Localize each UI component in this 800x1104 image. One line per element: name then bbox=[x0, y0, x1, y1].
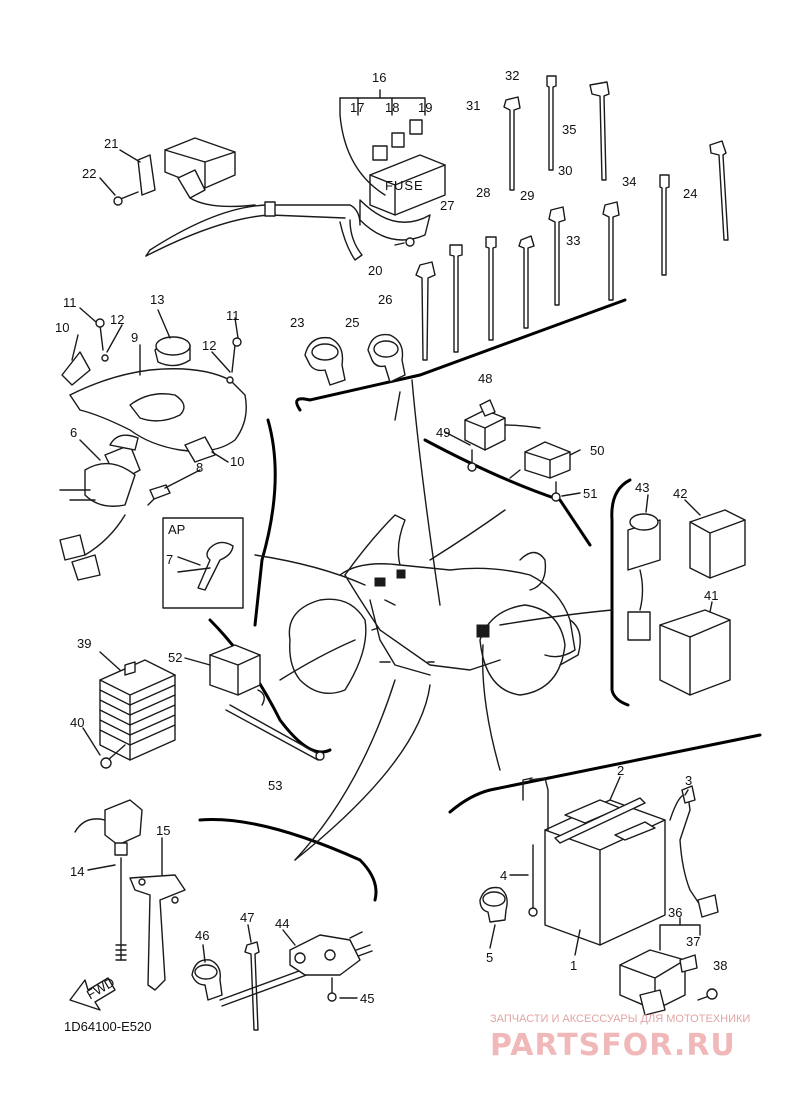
part-label-39: 39 bbox=[77, 636, 91, 651]
part-label-31: 31 bbox=[466, 98, 480, 113]
part-label-30: 30 bbox=[558, 163, 572, 178]
lower-center-parts bbox=[191, 931, 373, 1031]
part-label-12a: 12 bbox=[110, 312, 124, 327]
watermark: ЗАПЧАСТИ И АКСЕССУАРЫ ДЛЯ МОТОТЕХНИКИ PA… bbox=[490, 1013, 750, 1063]
relay-assembly bbox=[113, 137, 256, 208]
part-label-27: 27 bbox=[440, 198, 454, 213]
label-leaders bbox=[71, 149, 713, 999]
part-label-13: 13 bbox=[150, 292, 164, 307]
ap-label: AP bbox=[168, 522, 185, 537]
part-label-2: 2 bbox=[617, 763, 624, 778]
part-label-34: 34 bbox=[622, 174, 636, 189]
watermark-brand: PARTSFOR.RU bbox=[490, 1028, 736, 1063]
sensor-assembly bbox=[209, 644, 325, 761]
part-label-21: 21 bbox=[104, 136, 118, 151]
part-label-4: 4 bbox=[500, 868, 507, 883]
fuse-label: FUSE bbox=[385, 178, 424, 193]
part-label-37: 37 bbox=[686, 934, 700, 949]
part-label-50: 50 bbox=[590, 443, 604, 458]
part-labels: 1 2 3 4 5 6 7 8 9 10 10 11 11 12 12 13 1… bbox=[55, 68, 727, 1006]
part-label-51: 51 bbox=[583, 486, 597, 501]
part-label-26: 26 bbox=[378, 292, 392, 307]
part-label-12b: 12 bbox=[202, 338, 216, 353]
rectifier-regulator bbox=[99, 659, 176, 769]
part-label-24: 24 bbox=[683, 186, 697, 201]
part-label-7: 7 bbox=[166, 552, 173, 567]
part-label-5: 5 bbox=[486, 950, 493, 965]
part-label-35: 35 bbox=[562, 122, 576, 137]
part-label-6: 6 bbox=[70, 425, 77, 440]
part-label-52: 52 bbox=[168, 650, 182, 665]
part-label-36: 36 bbox=[668, 905, 682, 920]
part-label-44: 44 bbox=[275, 916, 289, 931]
part-label-45: 45 bbox=[360, 991, 374, 1006]
part-label-42: 42 bbox=[673, 486, 687, 501]
part-label-9: 9 bbox=[131, 330, 138, 345]
part-label-46: 46 bbox=[195, 928, 209, 943]
fuse-box-assembly: FUSE bbox=[145, 89, 446, 261]
clamps bbox=[304, 333, 406, 386]
part-label-16: 16 bbox=[372, 70, 386, 85]
part-label-22: 22 bbox=[82, 166, 96, 181]
part-label-48: 48 bbox=[478, 371, 492, 386]
motorcycle-silhouette bbox=[288, 514, 581, 696]
battery-assembly bbox=[479, 777, 719, 946]
starter-relay bbox=[619, 917, 718, 1016]
part-label-19: 19 bbox=[418, 100, 432, 115]
part-label-49: 49 bbox=[436, 425, 450, 440]
part-label-33: 33 bbox=[566, 233, 580, 248]
part-label-10b: 10 bbox=[230, 454, 244, 469]
part-label-11a: 11 bbox=[63, 295, 77, 310]
part-label-40: 40 bbox=[70, 715, 84, 730]
part-label-1: 1 bbox=[570, 958, 577, 973]
part-label-43: 43 bbox=[635, 480, 649, 495]
part-label-32: 32 bbox=[505, 68, 519, 83]
diagram-code: 1D64100-E520 bbox=[64, 1019, 151, 1034]
part-label-41: 41 bbox=[704, 588, 718, 603]
part-label-10a: 10 bbox=[55, 320, 69, 335]
part-label-11b: 11 bbox=[226, 308, 240, 323]
fwd-arrow: FWD bbox=[69, 974, 117, 1011]
switch-assembly bbox=[464, 399, 571, 502]
part-label-8: 8 bbox=[196, 460, 203, 475]
cable-ties bbox=[415, 75, 729, 361]
part-label-17: 17 bbox=[350, 100, 364, 115]
part-label-14: 14 bbox=[70, 864, 84, 879]
part-label-38: 38 bbox=[713, 958, 727, 973]
relay-group bbox=[627, 509, 746, 696]
leader-lines bbox=[254, 379, 613, 861]
part-label-53: 53 bbox=[268, 778, 282, 793]
part-label-15: 15 bbox=[156, 823, 170, 838]
brake-switch-assembly bbox=[74, 799, 186, 991]
part-label-20: 20 bbox=[368, 263, 382, 278]
handlebar-cover-assembly bbox=[59, 318, 247, 581]
part-label-25: 25 bbox=[345, 315, 359, 330]
section-dividers bbox=[198, 298, 762, 902]
part-label-28: 28 bbox=[476, 185, 490, 200]
part-label-29: 29 bbox=[520, 188, 534, 203]
part-label-23: 23 bbox=[290, 315, 304, 330]
part-label-47: 47 bbox=[240, 910, 254, 925]
part-label-18: 18 bbox=[385, 100, 399, 115]
part-label-3: 3 bbox=[685, 773, 692, 788]
ap-key-box: AP bbox=[162, 517, 244, 609]
watermark-caption: ЗАПЧАСТИ И АКСЕССУАРЫ ДЛЯ МОТОТЕХНИКИ bbox=[490, 1013, 750, 1025]
